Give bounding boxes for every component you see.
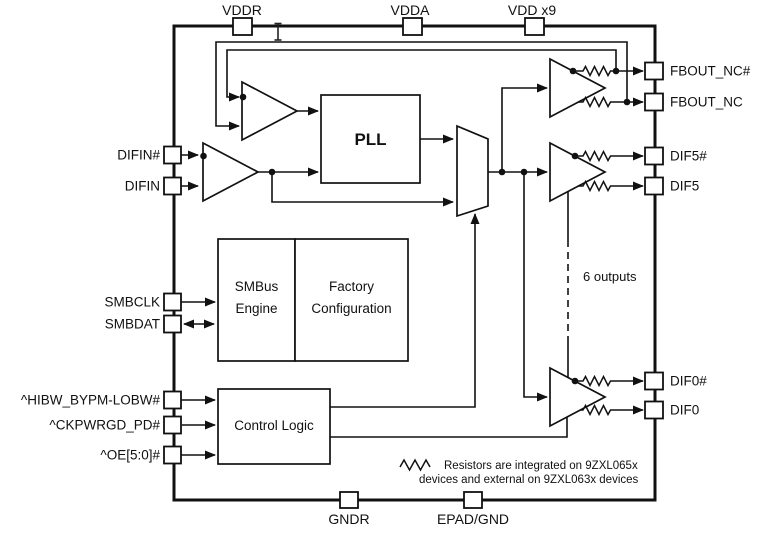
junction-dot <box>571 152 579 160</box>
junction-dot <box>623 98 631 106</box>
mux <box>456 124 489 218</box>
pin-label-vdd-x9: VDD x9 <box>508 2 556 18</box>
pin-label-fbout-nc-n: FBOUT_NC# <box>670 64 751 79</box>
pin-vdd-x9 <box>524 17 545 36</box>
wire-fbout-nc-out <box>578 95 644 109</box>
text-cursor-ibeam <box>274 22 282 41</box>
fbout-buffer <box>549 57 607 119</box>
pin-smbclk <box>163 292 182 312</box>
factory-label-line1: Factory <box>329 279 374 294</box>
pin-oe <box>163 445 182 465</box>
pin-dif0 <box>644 400 664 420</box>
pin-label-ckpwrgd: ^CKPWRGD_PD# <box>49 418 160 433</box>
wire-mux-select <box>330 213 480 408</box>
junction-dot <box>569 67 577 75</box>
pin-label-fbout-nc: FBOUT_NC <box>670 95 743 110</box>
pin-label-difin: DIFIN <box>125 179 160 194</box>
wire-feedback-fbout-nc-n <box>226 49 617 102</box>
pin-difin <box>163 176 182 196</box>
pll-label: PLL <box>354 130 386 149</box>
outputs-note: 6 outputs <box>583 269 637 284</box>
pin-label-gndr: GNDR <box>328 511 369 527</box>
wire-dif0-out <box>580 403 644 417</box>
input-amp <box>202 141 260 203</box>
wire-dif5-n-out <box>575 149 644 163</box>
pll-block <box>320 94 421 184</box>
dif0-buffer <box>549 366 607 428</box>
pin-gndr <box>339 491 359 509</box>
resistor-legend-icon <box>399 458 431 472</box>
wire-to-dif0-buf <box>523 172 548 402</box>
pin-dif0-n <box>644 371 664 391</box>
pin-label-vdda: VDDA <box>391 2 431 18</box>
pin-label-smbclk: SMBCLK <box>104 295 160 310</box>
junction-dot <box>520 168 528 176</box>
pin-epad-gnd <box>463 491 483 509</box>
pin-smbdat <box>163 314 182 334</box>
junction-dot <box>200 152 207 160</box>
wire-dif0-n-out <box>575 374 644 388</box>
pin-label-dif0: DIF0 <box>670 403 699 418</box>
smbus-label-line1: SMBus <box>235 279 279 294</box>
pin-fbout-nc-n <box>644 61 664 81</box>
control-logic-block <box>217 388 331 465</box>
wire-fbout-nc-n-out <box>573 64 644 78</box>
pin-dif5-n <box>644 146 664 166</box>
pin-label-difin-n: DIFIN# <box>117 148 160 163</box>
wire-feedback-fbout-nc <box>215 41 628 131</box>
factory-configuration-block <box>294 238 409 362</box>
pin-label-dif0-n: DIF0# <box>670 374 707 389</box>
junction-dot <box>498 168 506 176</box>
wire-to-fbout-buf <box>501 83 548 172</box>
factory-label-line2: Configuration <box>311 301 391 316</box>
pin-label-dif5-n: DIF5# <box>670 149 707 164</box>
legend-line2: devices and external on 9ZXL063x devices <box>419 474 639 486</box>
junction-dot <box>571 377 579 385</box>
wire-bypass-to-mux <box>271 172 454 207</box>
dif5-buffer <box>549 141 607 203</box>
wire-dif5-out <box>578 179 644 193</box>
smbus-label-line2: Engine <box>235 301 277 316</box>
junction-dot <box>612 67 620 75</box>
wire-output-enable <box>330 417 568 438</box>
pin-label-hibw: ^HIBW_BYPM-LOBW# <box>21 393 161 408</box>
pin-fbout-nc <box>644 92 664 112</box>
feedback-amp <box>241 80 299 142</box>
pin-label-epad-gnd: EPAD/GND <box>437 511 509 527</box>
junction-dot <box>268 168 276 176</box>
pin-label-dif5: DIF5 <box>670 179 699 194</box>
smbus-engine-block <box>217 238 296 362</box>
pin-vdda <box>402 17 423 36</box>
pin-label-oe: ^OE[5:0]# <box>100 448 160 463</box>
control-logic-label: Control Logic <box>234 418 314 433</box>
pin-hibw <box>163 390 182 410</box>
pin-dif5 <box>644 176 664 196</box>
junction-dot <box>239 93 247 101</box>
pin-label-smbdat: SMBDAT <box>105 317 160 332</box>
pin-label-vddr: VDDR <box>222 2 262 18</box>
pin-vddr <box>232 17 253 36</box>
pin-ckpwrgd <box>163 415 182 435</box>
legend-line1: Resistors are integrated on 9ZXL065x <box>444 460 638 472</box>
pin-difin-n <box>163 145 182 165</box>
